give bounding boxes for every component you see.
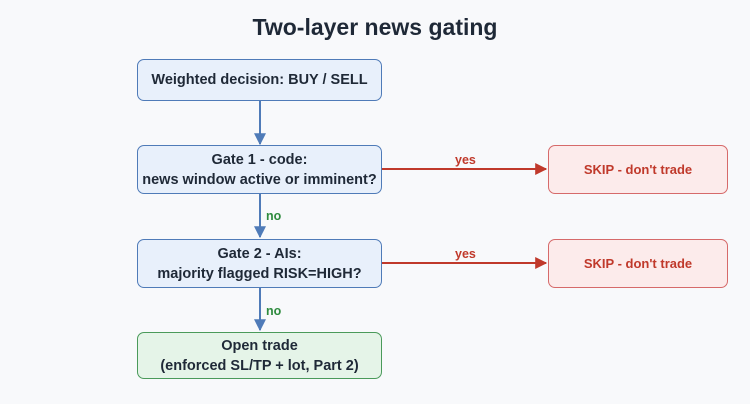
node-gate-1: Gate 1 - code: news window active or imm… <box>137 145 382 194</box>
node-skip-gate-2-label: SKIP - don't trade <box>583 255 693 271</box>
diagram-title: Two-layer news gating <box>252 14 498 40</box>
node-open-trade: Open trade (enforced SL/TP + lot, Part 2… <box>137 332 382 379</box>
node-gate-2-line1: Gate 2 - AIs: <box>217 245 302 262</box>
edge-label-gate2-yes: yes <box>455 247 476 261</box>
node-weighted-decision-label: Weighted decision: BUY / SELL <box>151 72 368 88</box>
edge-label-gate2-no: no <box>266 304 282 318</box>
node-skip-gate-1-label: SKIP - don't trade <box>583 161 693 177</box>
node-gate-1-line2: news window active or imminent? <box>142 171 377 188</box>
node-gate-2-line2: majority flagged RISK=HIGH? <box>157 265 362 282</box>
node-skip-gate-1: SKIP - don't trade <box>548 145 728 194</box>
node-gate-1-line1: Gate 1 - code: <box>211 151 308 168</box>
edge-label-gate1-no: no <box>266 209 282 223</box>
node-open-trade-line2: (enforced SL/TP + lot, Part 2) <box>160 357 359 374</box>
node-gate-2: Gate 2 - AIs: majority flagged RISK=HIGH… <box>137 239 382 288</box>
node-open-trade-line1: Open trade <box>221 337 298 354</box>
edge-label-gate1-yes: yes <box>455 153 476 167</box>
node-weighted-decision: Weighted decision: BUY / SELL <box>137 59 382 101</box>
node-skip-gate-2: SKIP - don't trade <box>548 239 728 288</box>
